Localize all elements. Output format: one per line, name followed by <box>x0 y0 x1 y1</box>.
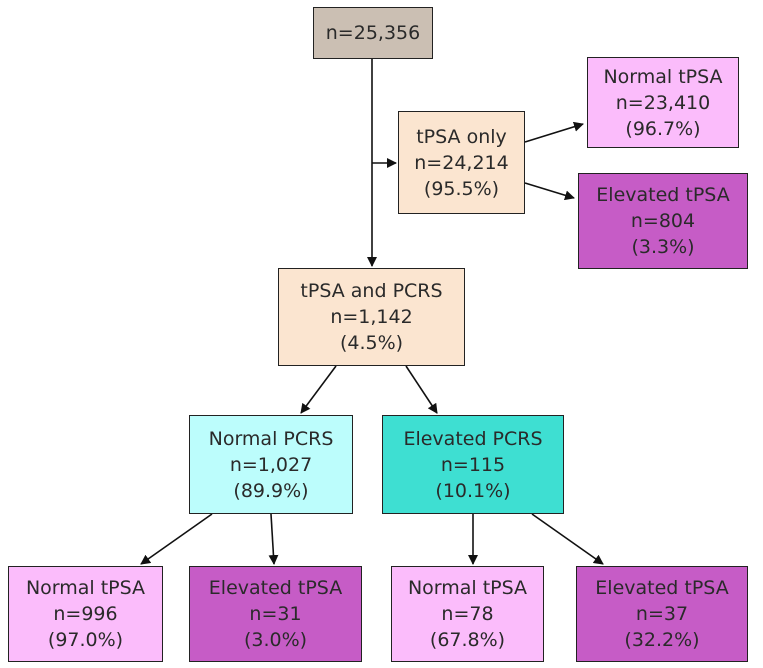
node-count: n=115 <box>440 453 506 476</box>
node-percent: (3.0%) <box>243 629 308 651</box>
elevated-pcrs-node: Elevated PCRS n=115 (10.1%) <box>382 415 564 514</box>
node-label: Normal tPSA <box>407 577 528 599</box>
arrow-tpsa-only-to-normal <box>524 121 584 143</box>
node-label: tPSA and PCRS <box>300 280 443 302</box>
elevated-pcrs-elevated-tpsa-node: Elevated tPSA n=37 (32.2%) <box>576 566 748 662</box>
tpsa-only-node: tPSA only n=24,214 (95.5%) <box>398 111 525 214</box>
node-label: n=25,356 <box>325 22 421 44</box>
node-count: n=24,214 <box>414 151 509 174</box>
node-label: tPSA only <box>416 125 507 148</box>
node-count: n=23,410 <box>615 91 711 114</box>
tpsa-and-pcrs-node: tPSA and PCRS n=1,142 (4.5%) <box>278 268 465 366</box>
arrow-tpsa-pcrs-to-elevated-pcrs <box>405 365 438 414</box>
node-label: Normal tPSA <box>25 577 146 599</box>
node-count: n=78 <box>441 603 494 625</box>
node-label: Elevated tPSA <box>208 577 343 599</box>
normal-pcrs-elevated-tpsa-node: Elevated tPSA n=31 (3.0%) <box>189 566 362 662</box>
arrow-tpsa-only-to-elevated <box>524 182 575 201</box>
node-label: Elevated tPSA <box>596 184 730 206</box>
node-label: Elevated PCRS <box>403 427 543 450</box>
arrow-elevated-pcrs-to-elevated-tpsa <box>531 513 604 565</box>
arrow-normal-pcrs-to-elevated-tpsa <box>268 513 279 565</box>
node-percent: (32.2%) <box>624 629 700 651</box>
node-label: Normal PCRS <box>208 427 334 450</box>
normal-pcrs-node: Normal PCRS n=1,027 (89.9%) <box>189 415 353 514</box>
node-count: n=996 <box>53 603 118 625</box>
node-label: Normal tPSA <box>603 65 723 88</box>
elevated-pcrs-normal-tpsa-node: Normal tPSA n=78 (67.8%) <box>391 566 544 662</box>
node-count: n=1,142 <box>330 306 413 328</box>
node-percent: (67.8%) <box>429 629 506 651</box>
root-node: n=25,356 <box>313 7 433 59</box>
node-percent: (95.5%) <box>423 177 500 200</box>
node-percent: (97.0%) <box>47 629 124 651</box>
node-percent: (3.3%) <box>631 236 695 258</box>
node-count: n=37 <box>635 603 689 625</box>
node-count: n=1,027 <box>229 453 313 476</box>
normal-pcrs-normal-tpsa-node: Normal tPSA n=996 (97.0%) <box>8 566 163 662</box>
node-label: Elevated tPSA <box>595 577 729 599</box>
node-count: n=804 <box>630 210 696 232</box>
node-percent: (4.5%) <box>339 332 404 354</box>
node-percent: (89.9%) <box>233 479 309 502</box>
node-percent: (96.7%) <box>625 117 701 140</box>
node-percent: (10.1%) <box>435 479 511 502</box>
arrow-tpsa-pcrs-to-normal-pcrs <box>300 365 337 414</box>
node-count: n=31 <box>249 603 302 625</box>
tpsa-only-normal-tpsa-node: Normal tPSA n=23,410 (96.7%) <box>587 57 739 148</box>
tpsa-only-elevated-tpsa-node: Elevated tPSA n=804 (3.3%) <box>578 173 748 269</box>
arrow-normal-pcrs-to-normal-tpsa <box>140 513 213 565</box>
